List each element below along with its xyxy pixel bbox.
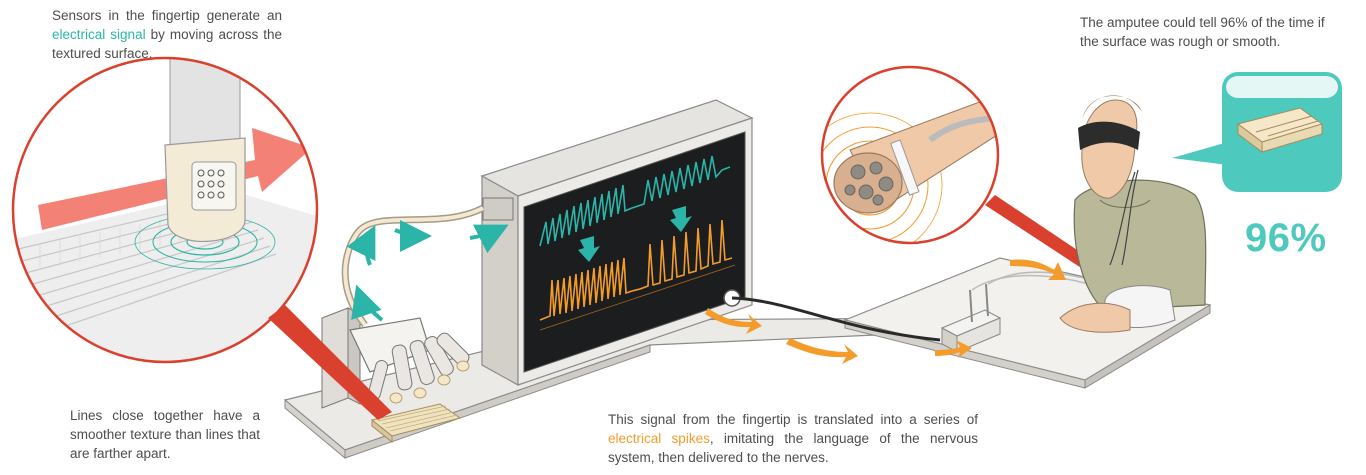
- caption-sensors: Sensors in the fingertip generate an ele…: [52, 6, 282, 63]
- nerve-closeup: [820, 65, 1125, 292]
- caption-text: by moving across the textured surface.: [52, 27, 282, 61]
- signal-cable: [731, 296, 941, 342]
- highlight-electrical-spikes: electrical spikes: [608, 431, 710, 446]
- caption-signal: This signal from the fingertip is transl…: [608, 410, 978, 467]
- caption-text: Sensors in the fingertip generate an: [52, 8, 282, 23]
- caption-text: The amputee could tell 96% of the time i…: [1080, 15, 1325, 49]
- teal-signal-trace: [539, 155, 731, 247]
- caption-amputee: The amputee could tell 96% of the time i…: [1080, 13, 1340, 51]
- callout-pointer: [268, 305, 392, 420]
- caption-text: This signal from the fingertip is transl…: [608, 412, 978, 427]
- accuracy-stat: 96%: [1245, 216, 1327, 260]
- down-arrow-icon: [578, 206, 692, 262]
- texture-callout: [1172, 72, 1342, 192]
- caption-text: , imitating the language of the nervous …: [608, 431, 978, 465]
- patient: [1059, 95, 1207, 333]
- orange-spike-train: [539, 219, 736, 331]
- oscilloscope-monitor: [480, 99, 754, 387]
- arrow-icon: [346, 219, 509, 322]
- caption-text: Lines close together have a smoother tex…: [70, 408, 260, 461]
- input-port: [482, 197, 514, 221]
- highlight-electrical-signal: electrical signal: [52, 27, 146, 42]
- fingertip-closeup: [11, 56, 392, 420]
- caption-lines: Lines close together have a smoother tex…: [70, 406, 260, 463]
